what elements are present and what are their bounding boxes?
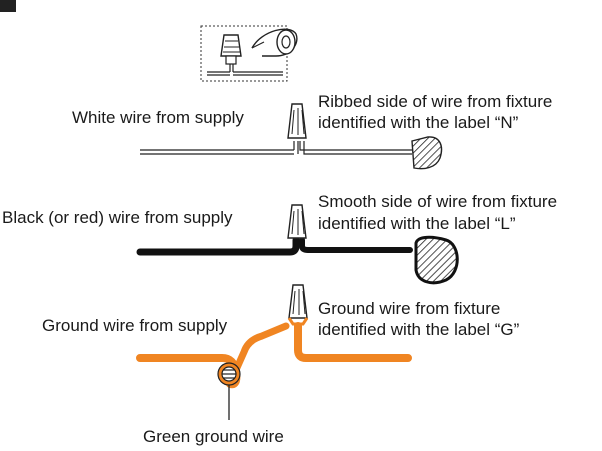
wire-nut-icon [287,204,307,239]
live-fixture-label-line2: identified with the label “L” [318,214,516,233]
ground-supply-label: Ground wire from supply [42,316,228,335]
wire-nut-icon [287,284,309,326]
inset-tools-illustration [200,25,298,82]
neutral-connection [140,103,443,170]
corner-marker [0,0,16,12]
live-fixture-label-line1: Smooth side of wire from fixture [318,192,558,211]
neutral-fixture-label-line1: Ribbed side of wire from fixture [318,92,553,111]
ground-fixture-label-line2: identified with the label “G” [318,320,520,339]
green-ground-label: Green ground wire [143,427,284,446]
ground-fixture-label-line1: Ground wire from fixture [318,299,501,318]
live-connection [136,204,459,285]
wire-nut-icon [287,103,307,139]
wire-nut-icon [207,34,283,76]
electrical-tape-icon [251,28,298,57]
ground-screw-icon [217,362,241,386]
white-supply-label: White wire from supply [72,108,244,127]
cable-end-icon [414,235,459,285]
black-supply-label: Black (or red) wire from supply [2,208,233,227]
neutral-fixture-label-line2: identified with the label “N” [318,113,519,132]
ground-connection [136,284,412,420]
cable-end-icon [411,136,443,170]
